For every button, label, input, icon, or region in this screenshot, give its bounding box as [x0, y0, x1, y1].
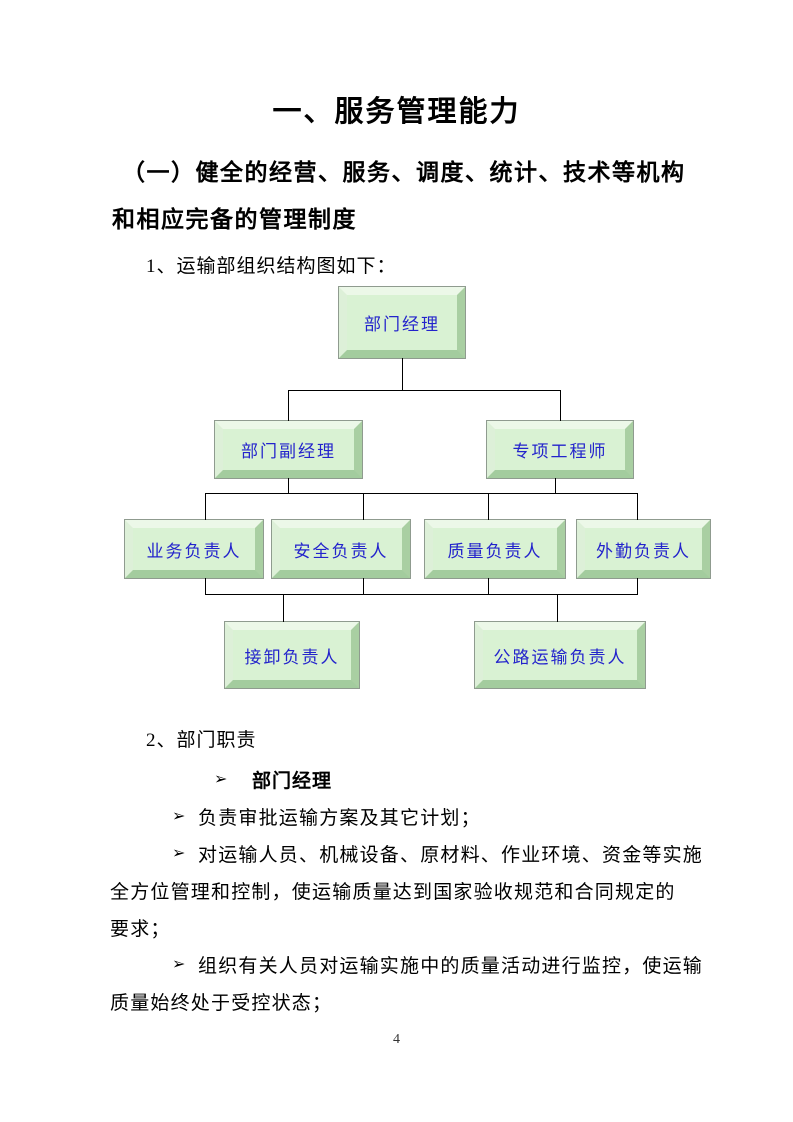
connector-line: [555, 478, 556, 493]
duty-line: 负责审批运输方案及其它计划；: [198, 808, 481, 829]
org-node-label: 专项工程师: [512, 442, 608, 461]
org-node-label: 质量负责人: [447, 541, 543, 561]
arrow-bullet-icon: ➢: [172, 843, 186, 862]
connector-line: [205, 493, 638, 494]
duty-line: 质量始终处于受控状态；: [110, 993, 333, 1014]
org-node-unloading-lead: 接卸负责人: [224, 621, 360, 689]
connector-line: [205, 594, 638, 595]
org-node-quality-lead: 质量负责人: [424, 519, 566, 579]
org-node-road-transport-lead: 公路运输负责人: [474, 621, 646, 689]
section-heading-line-2: 和相应完备的管理制度: [112, 206, 357, 232]
connector-line: [402, 358, 403, 390]
connector-line: [288, 390, 561, 391]
org-node-label: 部门经理: [364, 315, 440, 334]
org-node-label: 公路运输负责人: [493, 647, 627, 667]
connector-line: [488, 578, 489, 594]
org-node-safety-lead: 安全负责人: [271, 519, 411, 579]
connector-line: [560, 390, 561, 421]
list-item-1-label: 1、运输部组织结构图如下：: [146, 256, 397, 277]
connector-line: [288, 390, 289, 421]
section-heading-line-1: （一）健全的经营、服务、调度、统计、技术等机构: [122, 159, 686, 185]
connector-line: [205, 493, 206, 520]
duty-line: 要求；: [110, 919, 171, 940]
org-node-label: 接卸负责人: [244, 647, 340, 667]
duty-line: 组织有关人员对运输实施中的质量活动进行监控，使运输: [198, 956, 704, 977]
page-title: 一、服务管理能力: [272, 96, 521, 128]
connector-line: [488, 493, 489, 520]
connector-line: [363, 493, 364, 520]
arrow-bullet-icon: ➢: [214, 769, 228, 788]
org-node-label: 业务负责人: [146, 541, 242, 561]
org-node-deputy-manager: 部门副经理: [214, 420, 363, 479]
duty-line: 对运输人员、机械设备、原材料、作业环境、资金等实施: [198, 845, 704, 866]
connector-line: [557, 594, 558, 622]
duty-line: 全方位管理和控制，使运输质量达到国家验收规范和合同规定的: [110, 882, 676, 903]
org-node-field-lead: 外勤负责人: [576, 519, 711, 579]
connector-line: [637, 493, 638, 520]
org-node-department-manager: 部门经理: [338, 286, 466, 359]
org-node-project-engineer: 专项工程师: [486, 420, 634, 479]
arrow-bullet-icon: ➢: [172, 954, 186, 973]
page-number: 4: [393, 1032, 400, 1047]
duty-role-heading: 部门经理: [252, 771, 333, 792]
org-node-label: 部门副经理: [241, 442, 336, 461]
connector-line: [288, 478, 289, 493]
connector-line: [363, 578, 364, 594]
org-node-label: 外勤负责人: [596, 541, 691, 561]
connector-line: [283, 594, 284, 622]
org-node-label: 安全负责人: [293, 541, 389, 561]
connector-line: [205, 578, 206, 594]
connector-line: [637, 578, 638, 594]
org-node-business-lead: 业务负责人: [124, 519, 264, 579]
arrow-bullet-icon: ➢: [172, 806, 186, 825]
list-item-2-label: 2、部门职责: [146, 730, 257, 751]
